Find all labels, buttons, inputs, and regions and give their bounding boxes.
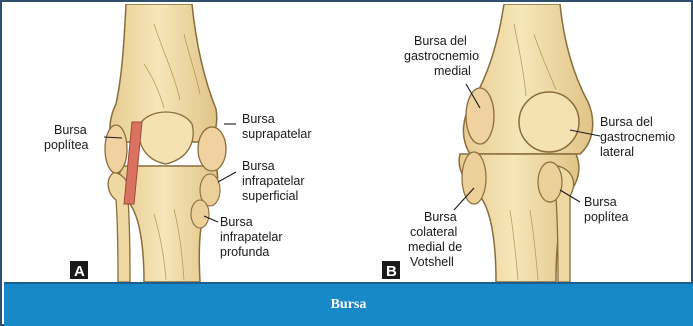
label-b-gastrolat-2: gastrocnemio bbox=[600, 130, 675, 144]
label-b-gastromed-3: medial bbox=[434, 64, 471, 78]
label-a-infrasup-2: infrapatelar bbox=[242, 174, 305, 188]
label-a-infrasup-1: Bursa bbox=[242, 159, 275, 173]
figure-caption: Bursa bbox=[4, 284, 693, 326]
label-b-gastromed-2: gastrocnemio bbox=[404, 49, 479, 63]
label-b-colateral-2: colateral bbox=[410, 225, 457, 239]
label-b-colateral-4: Votshell bbox=[410, 255, 454, 269]
patella-a bbox=[139, 112, 193, 164]
label-a-infrasup-3: superficial bbox=[242, 189, 298, 203]
bursa-poplitea-a bbox=[105, 125, 127, 173]
label-b-gastromed-1: Bursa del bbox=[414, 34, 467, 48]
knee-bursa-illustration: Bursa poplítea Bursa suprapatelar Bursa … bbox=[4, 4, 693, 282]
bursa-gastrocnemio-lateral-b bbox=[519, 92, 579, 152]
label-b-poplitea-2: poplítea bbox=[584, 210, 629, 224]
label-a-infraprof-2: infrapatelar bbox=[220, 230, 283, 244]
bursa-suprapatelar-a bbox=[198, 127, 226, 171]
bursa-infrapatelar-profunda-a bbox=[191, 200, 209, 228]
label-b-gastrolat-1: Bursa del bbox=[600, 115, 653, 129]
label-b-colateral-1: Bursa bbox=[424, 210, 457, 224]
bursa-gastrocnemio-medial-b bbox=[466, 88, 494, 144]
label-a-poplitea-2: poplítea bbox=[44, 138, 89, 152]
bursa-poplitea-b bbox=[538, 162, 562, 202]
panel-a-knee-front: Bursa poplítea Bursa suprapatelar Bursa … bbox=[44, 4, 312, 282]
label-b-gastrolat-3: lateral bbox=[600, 145, 634, 159]
label-a-infraprof-3: profunda bbox=[220, 245, 269, 259]
panel-letter-a: A bbox=[74, 263, 85, 280]
label-b-poplitea-1: Bursa bbox=[584, 195, 617, 209]
label-b-colateral-3: medial de bbox=[408, 240, 462, 254]
label-a-poplitea-1: Bursa bbox=[54, 123, 87, 137]
label-a-suprapatelar-2: suprapatelar bbox=[242, 127, 312, 141]
label-a-suprapatelar-1: Bursa bbox=[242, 112, 275, 126]
panel-letter-b: B bbox=[386, 263, 397, 280]
figure-caption-text: Bursa bbox=[331, 297, 367, 313]
label-a-infraprof-1: Bursa bbox=[220, 215, 253, 229]
panel-b-knee-back: Bursa del gastrocnemio medial Bursa del … bbox=[382, 4, 675, 282]
bursa-colateral-medial-b bbox=[462, 152, 486, 204]
